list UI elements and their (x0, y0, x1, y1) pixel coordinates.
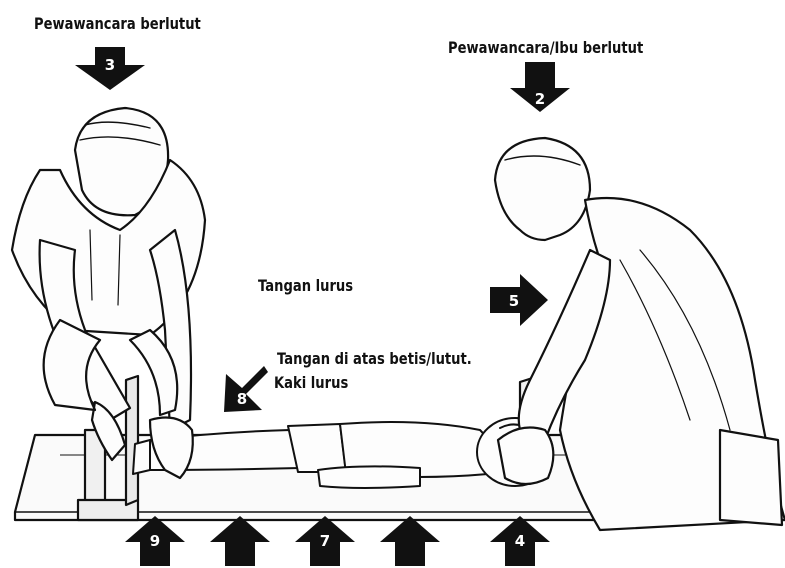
arrow-8-icon: 8 (224, 366, 268, 412)
arrow-5-number: 5 (509, 292, 519, 310)
interviewer-figure (12, 108, 205, 478)
arrow-8-number: 8 (237, 390, 247, 408)
label-interviewer-kneeling: Pewawancara berlutut (34, 14, 201, 33)
label-legs-straight: Kaki lurus (274, 373, 348, 392)
arrow-7-icon: 7 (295, 516, 355, 566)
arrow-up-icon (380, 516, 440, 566)
mother-figure (495, 138, 785, 530)
arrow-5-icon: 5 (490, 274, 548, 326)
arrow-2-icon: 2 (510, 62, 570, 112)
arrow-3-number: 3 (105, 56, 115, 74)
label-hands-straight: Tangan lurus (258, 276, 353, 295)
arrow-9-icon: 9 (125, 516, 185, 566)
arrow-up-icon (210, 516, 270, 566)
arrow-9-number: 9 (150, 532, 160, 550)
label-interviewer-mother-kneeling: Pewawancara/Ibu berlutut (448, 38, 643, 57)
arrow-7-number: 7 (320, 532, 330, 550)
label-hands-on-shin: Tangan di atas betis/lutut. (277, 349, 472, 368)
arrow-4-icon: 4 (490, 516, 550, 566)
arrow-3-icon: 3 (75, 47, 145, 90)
arrow-2-number: 2 (535, 90, 545, 108)
arrow-4-number: 4 (515, 532, 525, 550)
